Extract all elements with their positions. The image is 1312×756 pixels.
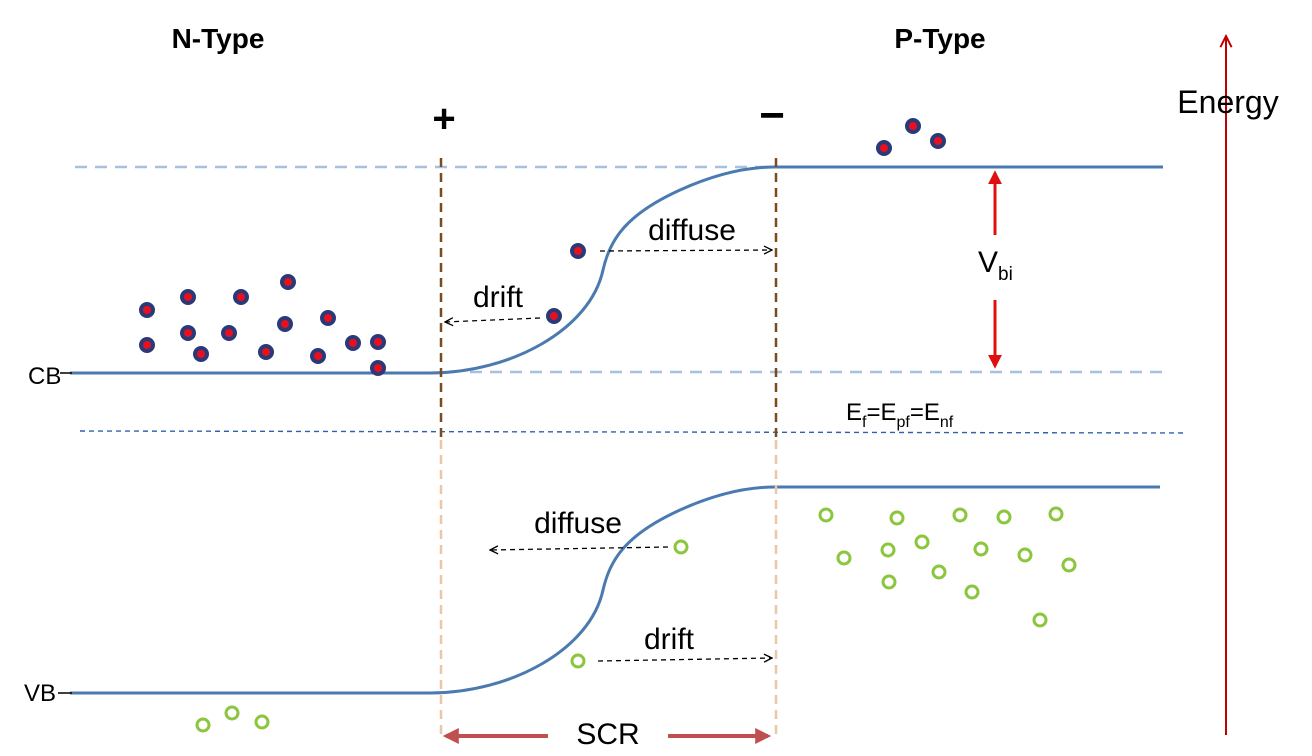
vb-label: VB	[24, 680, 56, 707]
hole	[673, 539, 689, 555]
electrons-n-type	[139, 274, 386, 376]
hole	[996, 509, 1012, 525]
cb-diffuse-arrow	[599, 250, 772, 251]
holes-p-type	[818, 506, 1077, 628]
electron	[221, 325, 237, 341]
hole	[224, 705, 240, 721]
hole	[881, 574, 897, 590]
scr-label: SCR	[576, 718, 639, 751]
energy-label: Energy	[1177, 84, 1278, 120]
vb-drift-arrow	[597, 658, 772, 661]
electron	[280, 274, 296, 290]
electron	[310, 348, 326, 364]
hole	[889, 510, 905, 526]
electron	[258, 344, 274, 360]
electron	[180, 325, 196, 341]
cb-label: CB	[28, 363, 61, 390]
hole	[1017, 547, 1033, 563]
electron	[233, 289, 249, 305]
vb-diffuse-arrow	[490, 547, 669, 550]
plus-sign: +	[432, 97, 455, 141]
electrons-scr	[546, 243, 586, 324]
electron	[930, 133, 946, 149]
electron	[905, 118, 921, 134]
electron	[370, 334, 386, 350]
p-type-label: P-Type	[894, 23, 985, 54]
electron	[180, 289, 196, 305]
hole	[931, 564, 947, 580]
electron	[345, 335, 361, 351]
cb-diffuse-label: diffuse	[648, 214, 736, 247]
hole	[1061, 557, 1077, 573]
electron	[139, 337, 155, 353]
holes-n-type	[195, 705, 270, 733]
electron	[277, 316, 293, 332]
electrons-p-type	[876, 118, 946, 156]
hole	[880, 542, 896, 558]
minus-sign: −	[759, 91, 785, 140]
hole	[1032, 612, 1048, 628]
hole	[195, 717, 211, 733]
hole	[836, 550, 852, 566]
electron	[370, 360, 386, 376]
electron	[193, 346, 209, 362]
hole	[1048, 506, 1064, 522]
fermi-label: Ef=Epf=Enf	[846, 399, 954, 431]
electron	[320, 310, 336, 326]
electron	[139, 302, 155, 318]
hole	[570, 653, 586, 669]
hole	[818, 507, 834, 523]
vbi-label: Vbi	[978, 246, 1013, 285]
cb-drift-arrow	[445, 318, 541, 322]
conduction-band	[70, 165, 1163, 375]
hole	[973, 541, 989, 557]
hole	[914, 534, 930, 550]
vb-diffuse-label: diffuse	[534, 507, 622, 540]
fermi-level-line	[79, 430, 1186, 434]
hole	[952, 507, 968, 523]
hole	[964, 584, 980, 600]
cb-drift-label: drift	[473, 281, 524, 314]
vb-drift-label: drift	[644, 623, 695, 656]
n-type-label: N-Type	[172, 23, 265, 54]
hole	[254, 714, 270, 730]
electron	[570, 243, 586, 259]
electron	[546, 308, 562, 324]
holes-scr	[570, 539, 689, 669]
valence-band	[70, 485, 1160, 695]
electron	[876, 140, 892, 156]
